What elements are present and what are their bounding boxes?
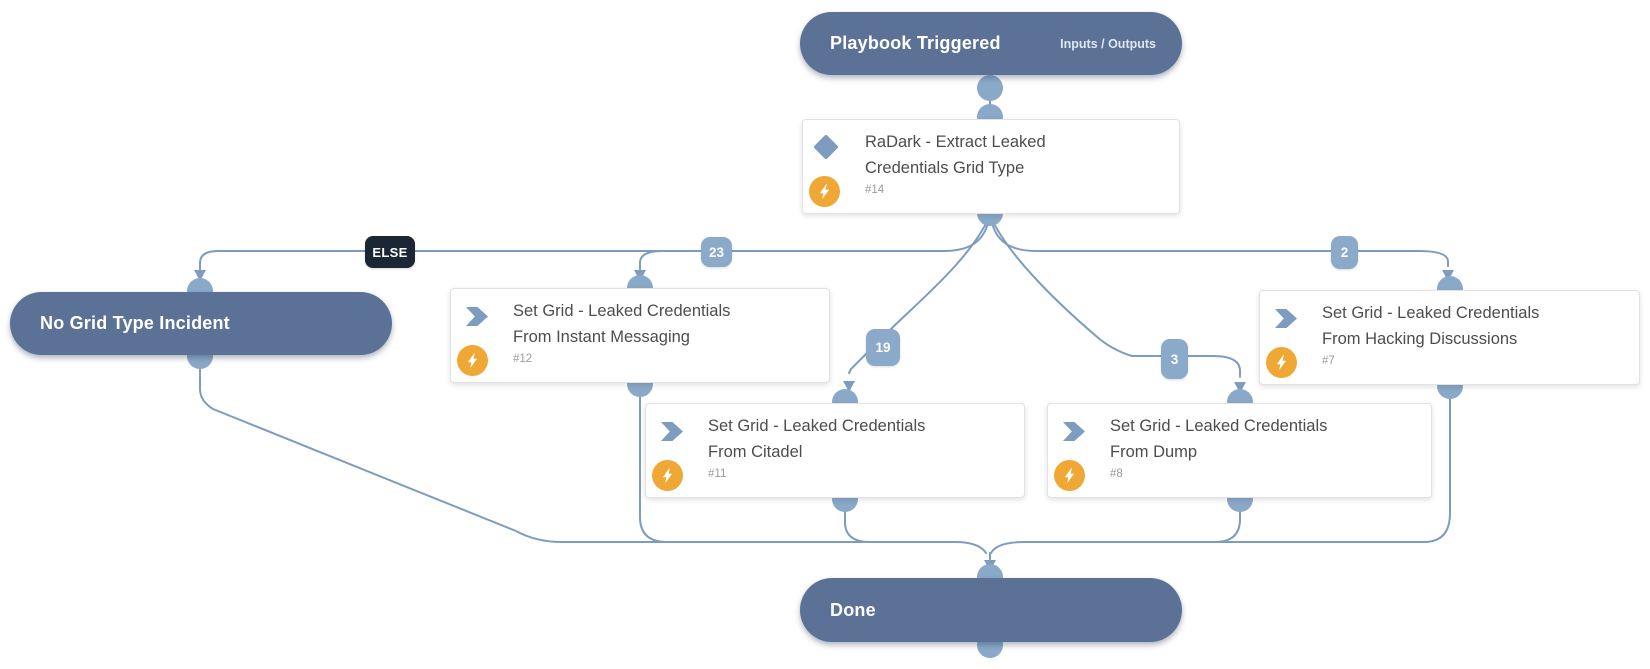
task-title: Set Grid - Leaked Credentials From Citad… [708, 413, 925, 465]
task-title: RaDark - Extract Leaked Credentials Grid… [865, 129, 1046, 181]
edge-nogrid-to-done [199, 368, 987, 554]
task-card-instant-messaging[interactable]: Set Grid - Leaked Credentials From Insta… [450, 288, 830, 383]
arrow-into-dump [1234, 382, 1246, 393]
task-id: #12 [513, 353, 533, 365]
task-chevron-icon [661, 422, 683, 441]
automation-badge [457, 345, 488, 376]
task-title-line2: Credentials Grid Type [865, 159, 1025, 177]
task-id: #11 [708, 468, 727, 480]
task-title: Set Grid - Leaked Credentials From Hacki… [1322, 300, 1539, 352]
edge-hack-to-done [1099, 398, 1451, 543]
automation-badge [652, 460, 683, 491]
branch-label-23[interactable]: 23 [701, 237, 732, 267]
edge-else-branch [199, 212, 991, 271]
arrow-into-nogrid [194, 270, 206, 281]
dot-start-bottom[interactable] [977, 75, 1003, 101]
task-title-line1: Set Grid - Leaked Credentials [513, 302, 731, 320]
lightning-icon [1064, 468, 1075, 483]
edge-branch-19 [848, 214, 991, 374]
task-id: #8 [1110, 468, 1123, 480]
branch-label-else[interactable]: ELSE [365, 236, 415, 268]
condition-task-radark[interactable]: RaDark - Extract Leaked Credentials Grid… [802, 119, 1180, 214]
task-title-line2: From Citadel [708, 443, 803, 461]
task-title-line2: From Hacking Discussions [1322, 330, 1518, 348]
automation-badge [1266, 347, 1297, 378]
task-title-line1: RaDark - Extract Leaked [865, 133, 1046, 151]
automation-badge [1054, 460, 1085, 491]
edge-branch-23-drop [639, 250, 663, 271]
automation-badge [809, 176, 840, 207]
task-title-line1: Set Grid - Leaked Credentials [1322, 304, 1540, 322]
task-card-dump[interactable]: Set Grid - Leaked Credentials From Dump … [1047, 403, 1432, 498]
terminal-node-label: No Grid Type Incident [40, 313, 230, 333]
edge-dump-to-done [990, 511, 1241, 554]
task-title-line2: From Instant Messaging [513, 328, 690, 346]
task-title-line1: Set Grid - Leaked Credentials [708, 417, 926, 435]
task-id: #14 [865, 184, 885, 196]
branch-label-2[interactable]: 2 [1331, 236, 1358, 269]
task-chevron-icon [1275, 309, 1297, 328]
condition-diamond-icon [813, 134, 839, 160]
task-title: Set Grid - Leaked Credentials From Dump [1110, 413, 1327, 465]
branch-label-3[interactable]: 3 [1161, 339, 1188, 379]
lightning-icon [1276, 355, 1287, 370]
task-id: #7 [1322, 355, 1335, 367]
task-card-hacking-discussions[interactable]: Set Grid - Leaked Credentials From Hacki… [1259, 290, 1640, 385]
task-title-line2: From Dump [1110, 443, 1198, 461]
terminal-node-no-grid-type[interactable]: No Grid Type Incident [10, 292, 392, 355]
task-chevron-icon [1063, 422, 1085, 441]
lightning-icon [819, 184, 830, 199]
edge-branch-3 [989, 214, 1241, 378]
terminal-node-label: Done [830, 599, 876, 620]
task-title: Set Grid - Leaked Credentials From Insta… [513, 298, 730, 350]
edge-branch-2 [989, 212, 1449, 267]
arrow-into-citadel [843, 381, 855, 392]
edge-citadel-to-done [844, 511, 871, 543]
lightning-icon [467, 353, 478, 368]
lightning-icon [662, 468, 673, 483]
edge-im-to-done [639, 396, 666, 543]
start-node-playbook-triggered[interactable]: Playbook Triggered Inputs / Outputs [800, 12, 1182, 75]
connector-lines [199, 74, 1451, 561]
inputs-outputs-link[interactable]: Inputs / Outputs [1060, 36, 1156, 51]
branch-label-19[interactable]: 19 [866, 329, 900, 366]
task-chevron-icon [466, 307, 488, 326]
arrow-into-hack [1442, 270, 1454, 281]
start-node-label: Playbook Triggered [830, 33, 1001, 53]
terminal-node-done[interactable]: Done [800, 578, 1182, 642]
task-card-citadel[interactable]: Set Grid - Leaked Credentials From Citad… [645, 403, 1025, 498]
task-title-line1: Set Grid - Leaked Credentials [1110, 417, 1328, 435]
